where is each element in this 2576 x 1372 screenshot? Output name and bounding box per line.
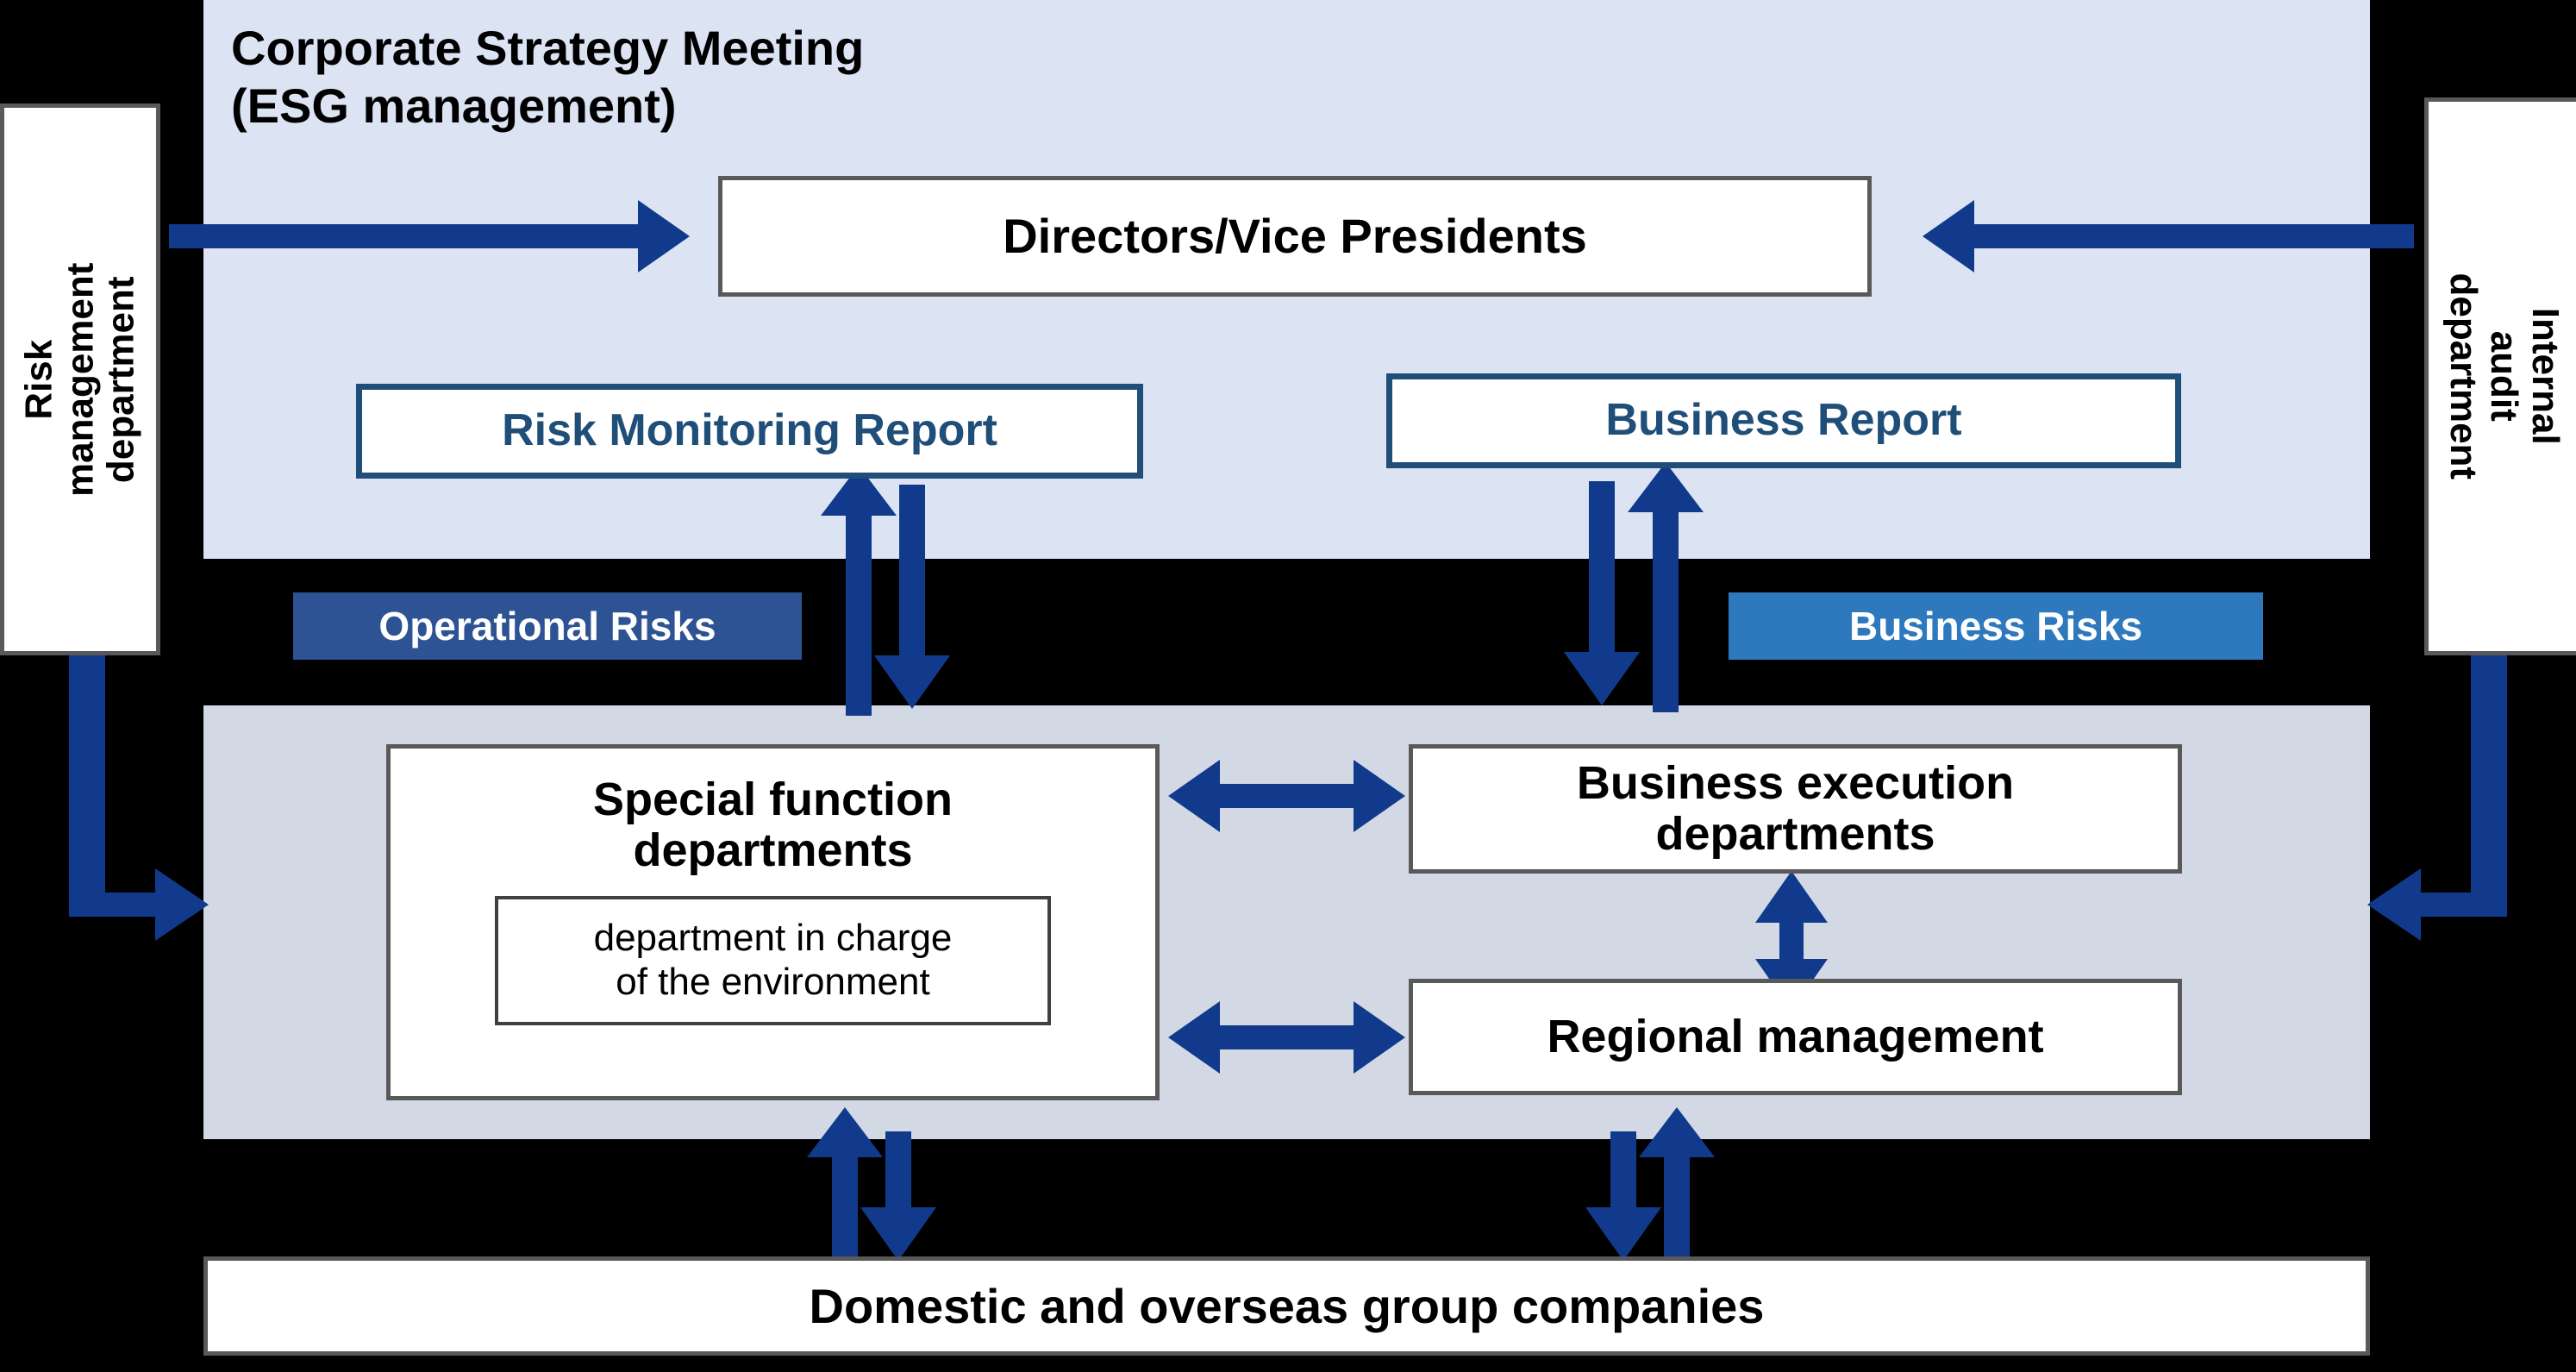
environment-department-label: department in charge of the environment [593,917,953,1003]
risk-monitoring-report-label: Risk Monitoring Report [502,405,997,456]
badge-operational-risks: Operational Risks [293,592,802,660]
arrow-down-to-group-companies-right [1585,1131,1661,1261]
internal-audit-department-box[interactable]: Internal audit department [2424,97,2576,655]
group-companies-box[interactable]: Domestic and overseas group companies [203,1256,2370,1356]
arrow-internal-audit-to-divisions [2367,642,2507,941]
arrow-down-to-group-companies-left [860,1131,936,1261]
environment-department-box[interactable]: department in charge of the environment [495,895,1051,1025]
group-companies-label: Domestic and overseas group companies [809,1278,1765,1333]
regional-management-box[interactable]: Regional management [1409,979,2182,1095]
badge-business-risks-label: Business Risks [1848,604,2143,648]
arrow-risk-dept-to-divisions [69,642,209,941]
risk-management-department-box[interactable]: Risk management department [0,103,160,655]
special-function-departments-box[interactable]: Special function departments department … [386,744,1160,1100]
badge-business-risks: Business Risks [1729,592,2263,660]
directors-vice-presidents-label: Directors/Vice Presidents [1003,209,1587,264]
diagram-title: Corporate Strategy Meeting (ESG manageme… [231,19,1438,135]
regional-management-label: Regional management [1547,1010,2044,1062]
diagram-title-text: Corporate Strategy Meeting (ESG manageme… [231,21,865,134]
internal-audit-department-label: Internal audit department [2442,273,2567,480]
badge-operational-risks-label: Operational Risks [378,604,716,648]
risk-monitoring-report-box[interactable]: Risk Monitoring Report [356,384,1143,479]
business-execution-departments-box[interactable]: Business execution departments [1409,744,2182,874]
business-report-box[interactable]: Business Report [1386,373,2181,468]
special-function-departments-label: Special function departments [592,774,953,877]
directors-vice-presidents-box[interactable]: Directors/Vice Presidents [718,176,1872,297]
business-report-label: Business Report [1605,395,1962,446]
risk-management-department-label: Risk management department [17,262,142,497]
business-execution-departments-label: Business execution departments [1576,756,2015,860]
